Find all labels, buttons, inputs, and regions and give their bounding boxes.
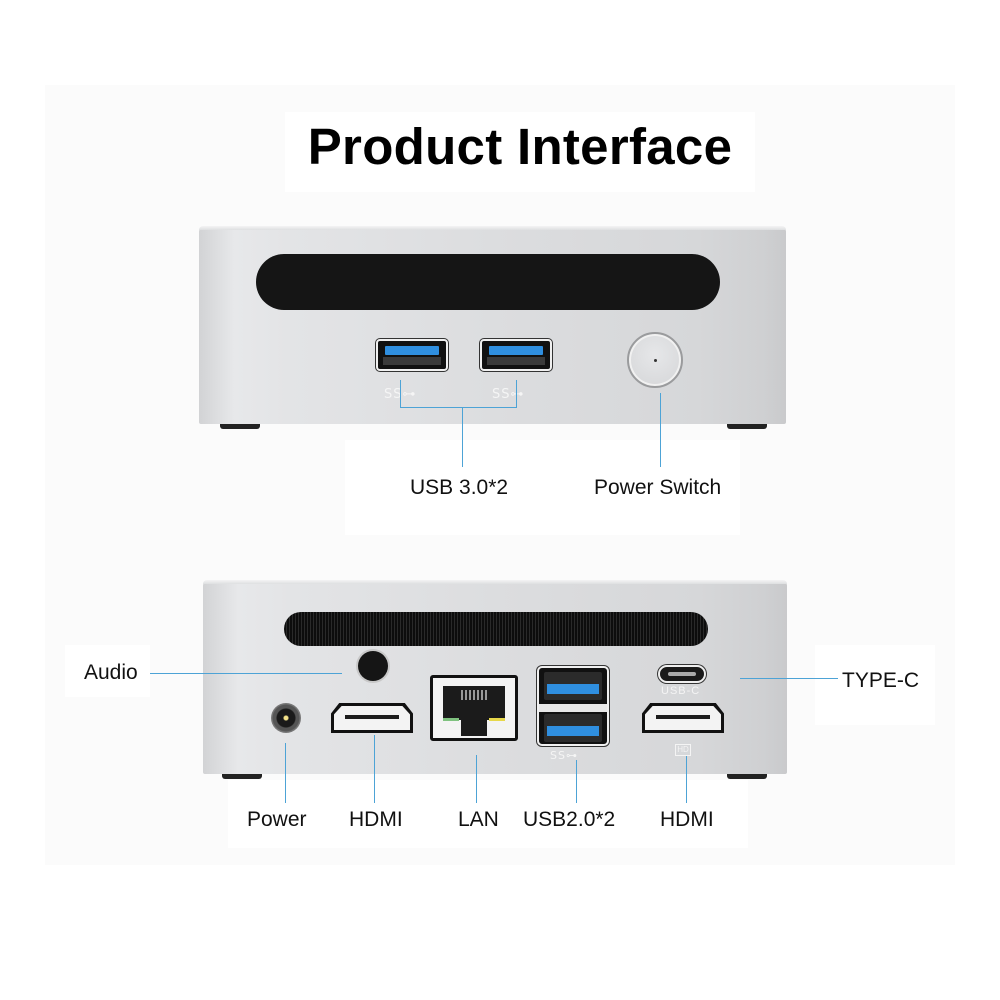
- type-c-label: TYPE-C: [842, 669, 920, 692]
- usb3-label: USB 3.0*2: [410, 476, 509, 499]
- usb-ss-logo-icon: SS⊶: [492, 387, 525, 402]
- hdmi-pins: [345, 715, 399, 719]
- usb-inner: [383, 357, 441, 365]
- usb-inner: [487, 357, 545, 365]
- callout-line: [400, 407, 517, 408]
- callout-line: [740, 678, 838, 679]
- usb3-port-2: [480, 339, 552, 371]
- ss-mark: SS: [550, 749, 566, 762]
- usb-tongue: [547, 726, 599, 736]
- typec-label-area: [815, 645, 935, 725]
- hdmi-port-1: [331, 703, 413, 733]
- usb-ss-logo-icon: SS⊶: [384, 387, 417, 402]
- usb-tongue: [547, 684, 599, 694]
- device-foot: [220, 424, 260, 429]
- device-foot: [222, 774, 262, 779]
- callout-line: [660, 393, 661, 467]
- power-switch-label: Power Switch: [594, 476, 722, 499]
- page-title: Product Interface: [307, 118, 733, 175]
- audio-label-area: [65, 645, 150, 697]
- callout-line: [476, 755, 477, 803]
- lan-led-yellow: [489, 718, 505, 721]
- usb2-port-2: [544, 714, 602, 742]
- callout-line: [516, 380, 517, 408]
- audio-jack: [358, 651, 388, 681]
- lan-led-green: [443, 718, 459, 721]
- dc-power-jack: [271, 703, 301, 733]
- front-vent-slot: [256, 254, 720, 310]
- hdmi-port-2: [642, 703, 724, 733]
- usb-c-port: [658, 665, 706, 683]
- usbc-tongue: [668, 672, 696, 676]
- hdmi-label-1: HDMI: [349, 808, 403, 831]
- usb3-port-1: [376, 339, 448, 371]
- device-foot: [727, 774, 767, 779]
- callout-line: [374, 735, 375, 803]
- callout-line: [576, 760, 577, 803]
- ss-mark: SS: [384, 387, 403, 402]
- callout-line: [150, 673, 342, 674]
- usb2-label: USB2.0*2: [523, 808, 616, 831]
- rear-vent-grille: [284, 612, 708, 646]
- callout-line: [686, 756, 687, 803]
- title-background: [285, 112, 755, 192]
- usb-tongue: [385, 346, 439, 355]
- power-label: Power: [247, 808, 307, 831]
- ss-mark: SS: [492, 387, 511, 402]
- power-led-icon: [654, 359, 657, 362]
- hdmi-label-2: HDMI: [660, 808, 714, 831]
- device-foot: [727, 424, 767, 429]
- usb2-port-1: [544, 672, 602, 700]
- power-button: [627, 332, 683, 388]
- port-separator: [539, 704, 607, 712]
- callout-line: [285, 743, 286, 803]
- hd-logo-icon: HD: [675, 744, 691, 756]
- lan-label: LAN: [458, 808, 499, 831]
- audio-label: Audio: [84, 661, 138, 684]
- lan-tab: [461, 718, 487, 736]
- hdmi-pins: [656, 715, 710, 719]
- usb-tongue: [489, 346, 543, 355]
- callout-line: [462, 407, 463, 467]
- usb2-port-stack: [537, 666, 609, 746]
- front-label-area: [345, 440, 740, 535]
- usb-c-mark: USB-C: [661, 685, 701, 697]
- lan-port: [430, 675, 518, 741]
- usb-ss-logo-icon: SS⊶: [550, 749, 578, 762]
- rear-label-area: [228, 780, 748, 848]
- callout-line: [400, 380, 401, 408]
- lan-contacts: [461, 690, 487, 700]
